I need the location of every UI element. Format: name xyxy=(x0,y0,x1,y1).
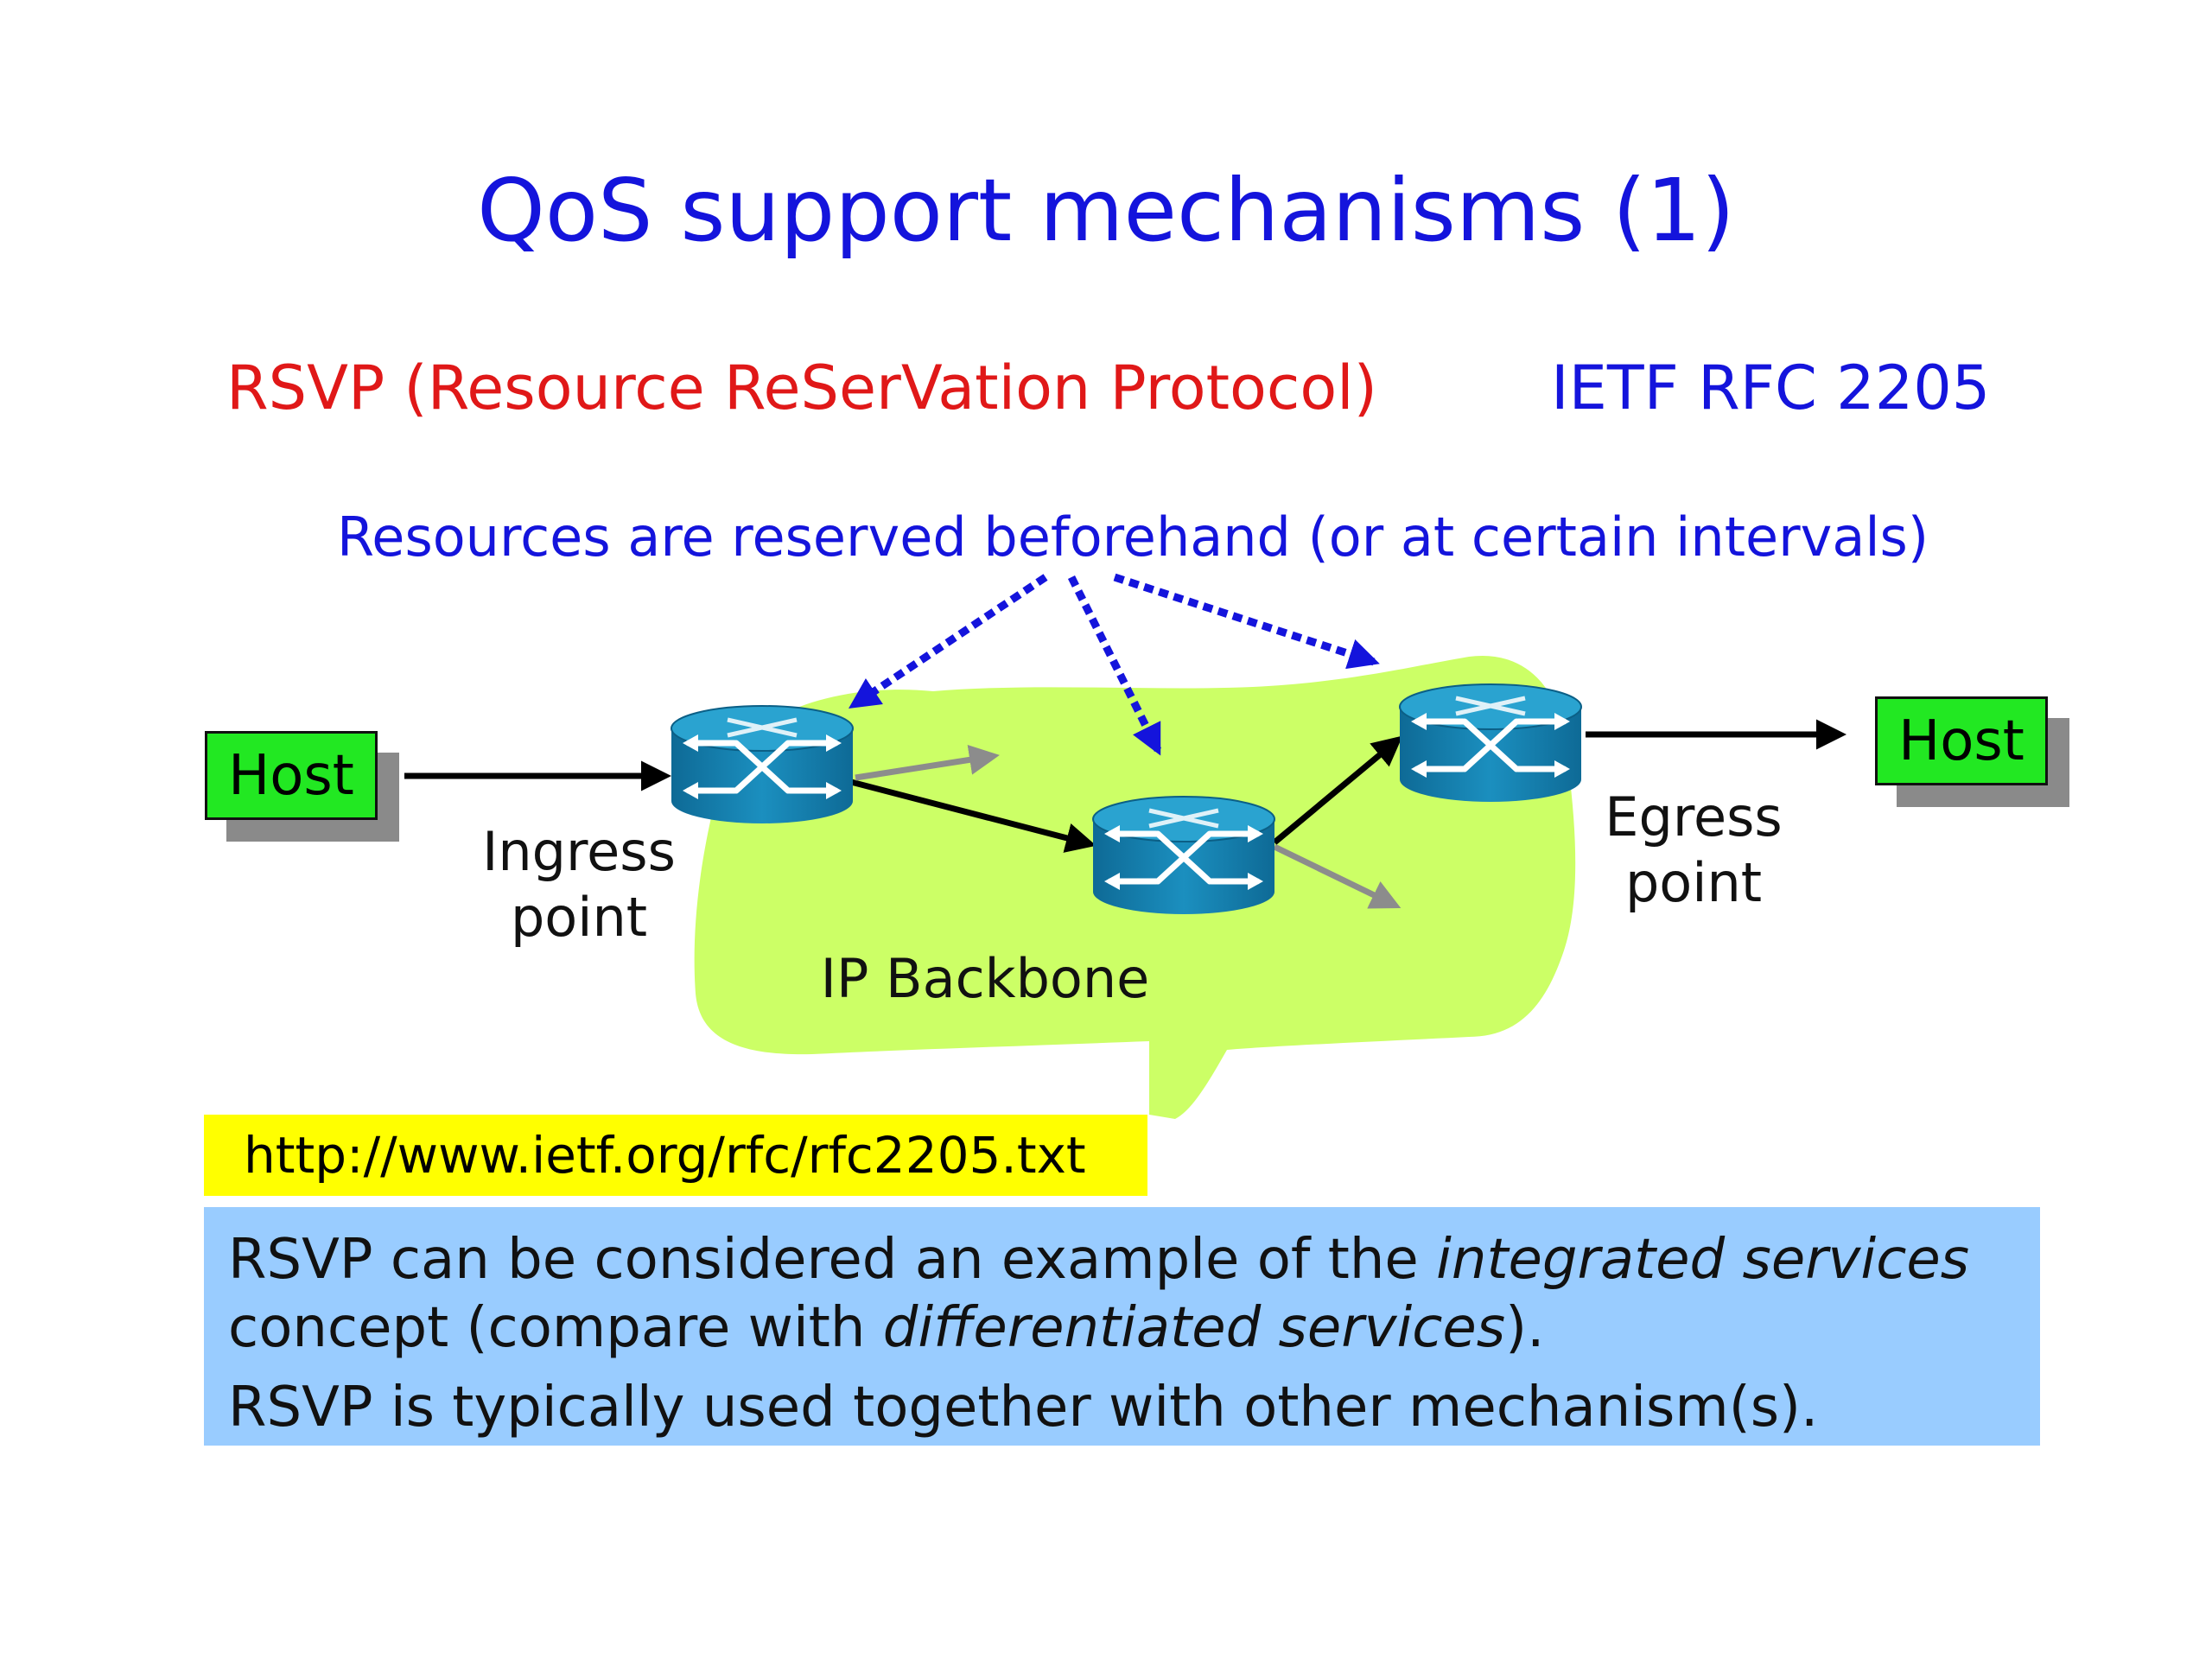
router-icon xyxy=(1093,797,1274,914)
resources-note: Resources are reserved beforehand (or at… xyxy=(337,505,1929,569)
egress-line-1: Egress xyxy=(1605,785,1783,849)
rfc-url-text[interactable]: http://www.ietf.org/rfc/rfc2205.txt xyxy=(244,1126,1086,1185)
ip-backbone-label: IP Backbone xyxy=(820,947,1150,1010)
reservation-arrow xyxy=(1113,573,1380,670)
egress-line-2: point xyxy=(1624,850,1763,914)
host-right: Host xyxy=(1875,696,2048,785)
host-left: Host xyxy=(205,731,378,820)
ingress-point-label: Ingress point xyxy=(441,819,717,950)
note-line1-text: RSVP can be considered an example of the xyxy=(228,1228,1437,1292)
summary-note: RSVP can be considered an example of the… xyxy=(204,1207,2040,1446)
slide-title: QoS support mechanisms (1) xyxy=(477,160,1735,261)
note-line2-text: concept (compare with xyxy=(228,1295,883,1360)
branch-arrow xyxy=(1273,843,1402,909)
rfc-url[interactable]: http://www.ietf.org/rfc/rfc2205.txt xyxy=(204,1115,1147,1196)
reservation-arrow xyxy=(849,574,1048,709)
reservation-arrow xyxy=(1067,575,1162,756)
router-icon xyxy=(1400,684,1581,802)
egress-point-label: Egress point xyxy=(1555,785,1832,915)
ingress-line-2: point xyxy=(510,885,648,949)
note-integrated-services: integrated services xyxy=(1436,1228,1970,1292)
rsvp-heading: RSVP (Resource ReSerVation Protocol) xyxy=(226,353,1377,423)
note-paragraph-1: RSVP can be considered an example of the… xyxy=(228,1226,2040,1362)
router-icon xyxy=(671,706,853,823)
note-paragraph-2: RSVP is typically used together with oth… xyxy=(228,1376,1819,1440)
ietf-reference: IETF RFC 2205 xyxy=(1551,353,1991,423)
data-path-arrow xyxy=(1272,735,1403,845)
ingress-line-1: Ingress xyxy=(482,820,676,883)
note-differentiated-services: differentiated services xyxy=(882,1295,1506,1360)
data-path-arrow xyxy=(850,779,1096,853)
note-line2-end: ). xyxy=(1505,1295,1545,1360)
branch-arrow xyxy=(855,745,1000,781)
